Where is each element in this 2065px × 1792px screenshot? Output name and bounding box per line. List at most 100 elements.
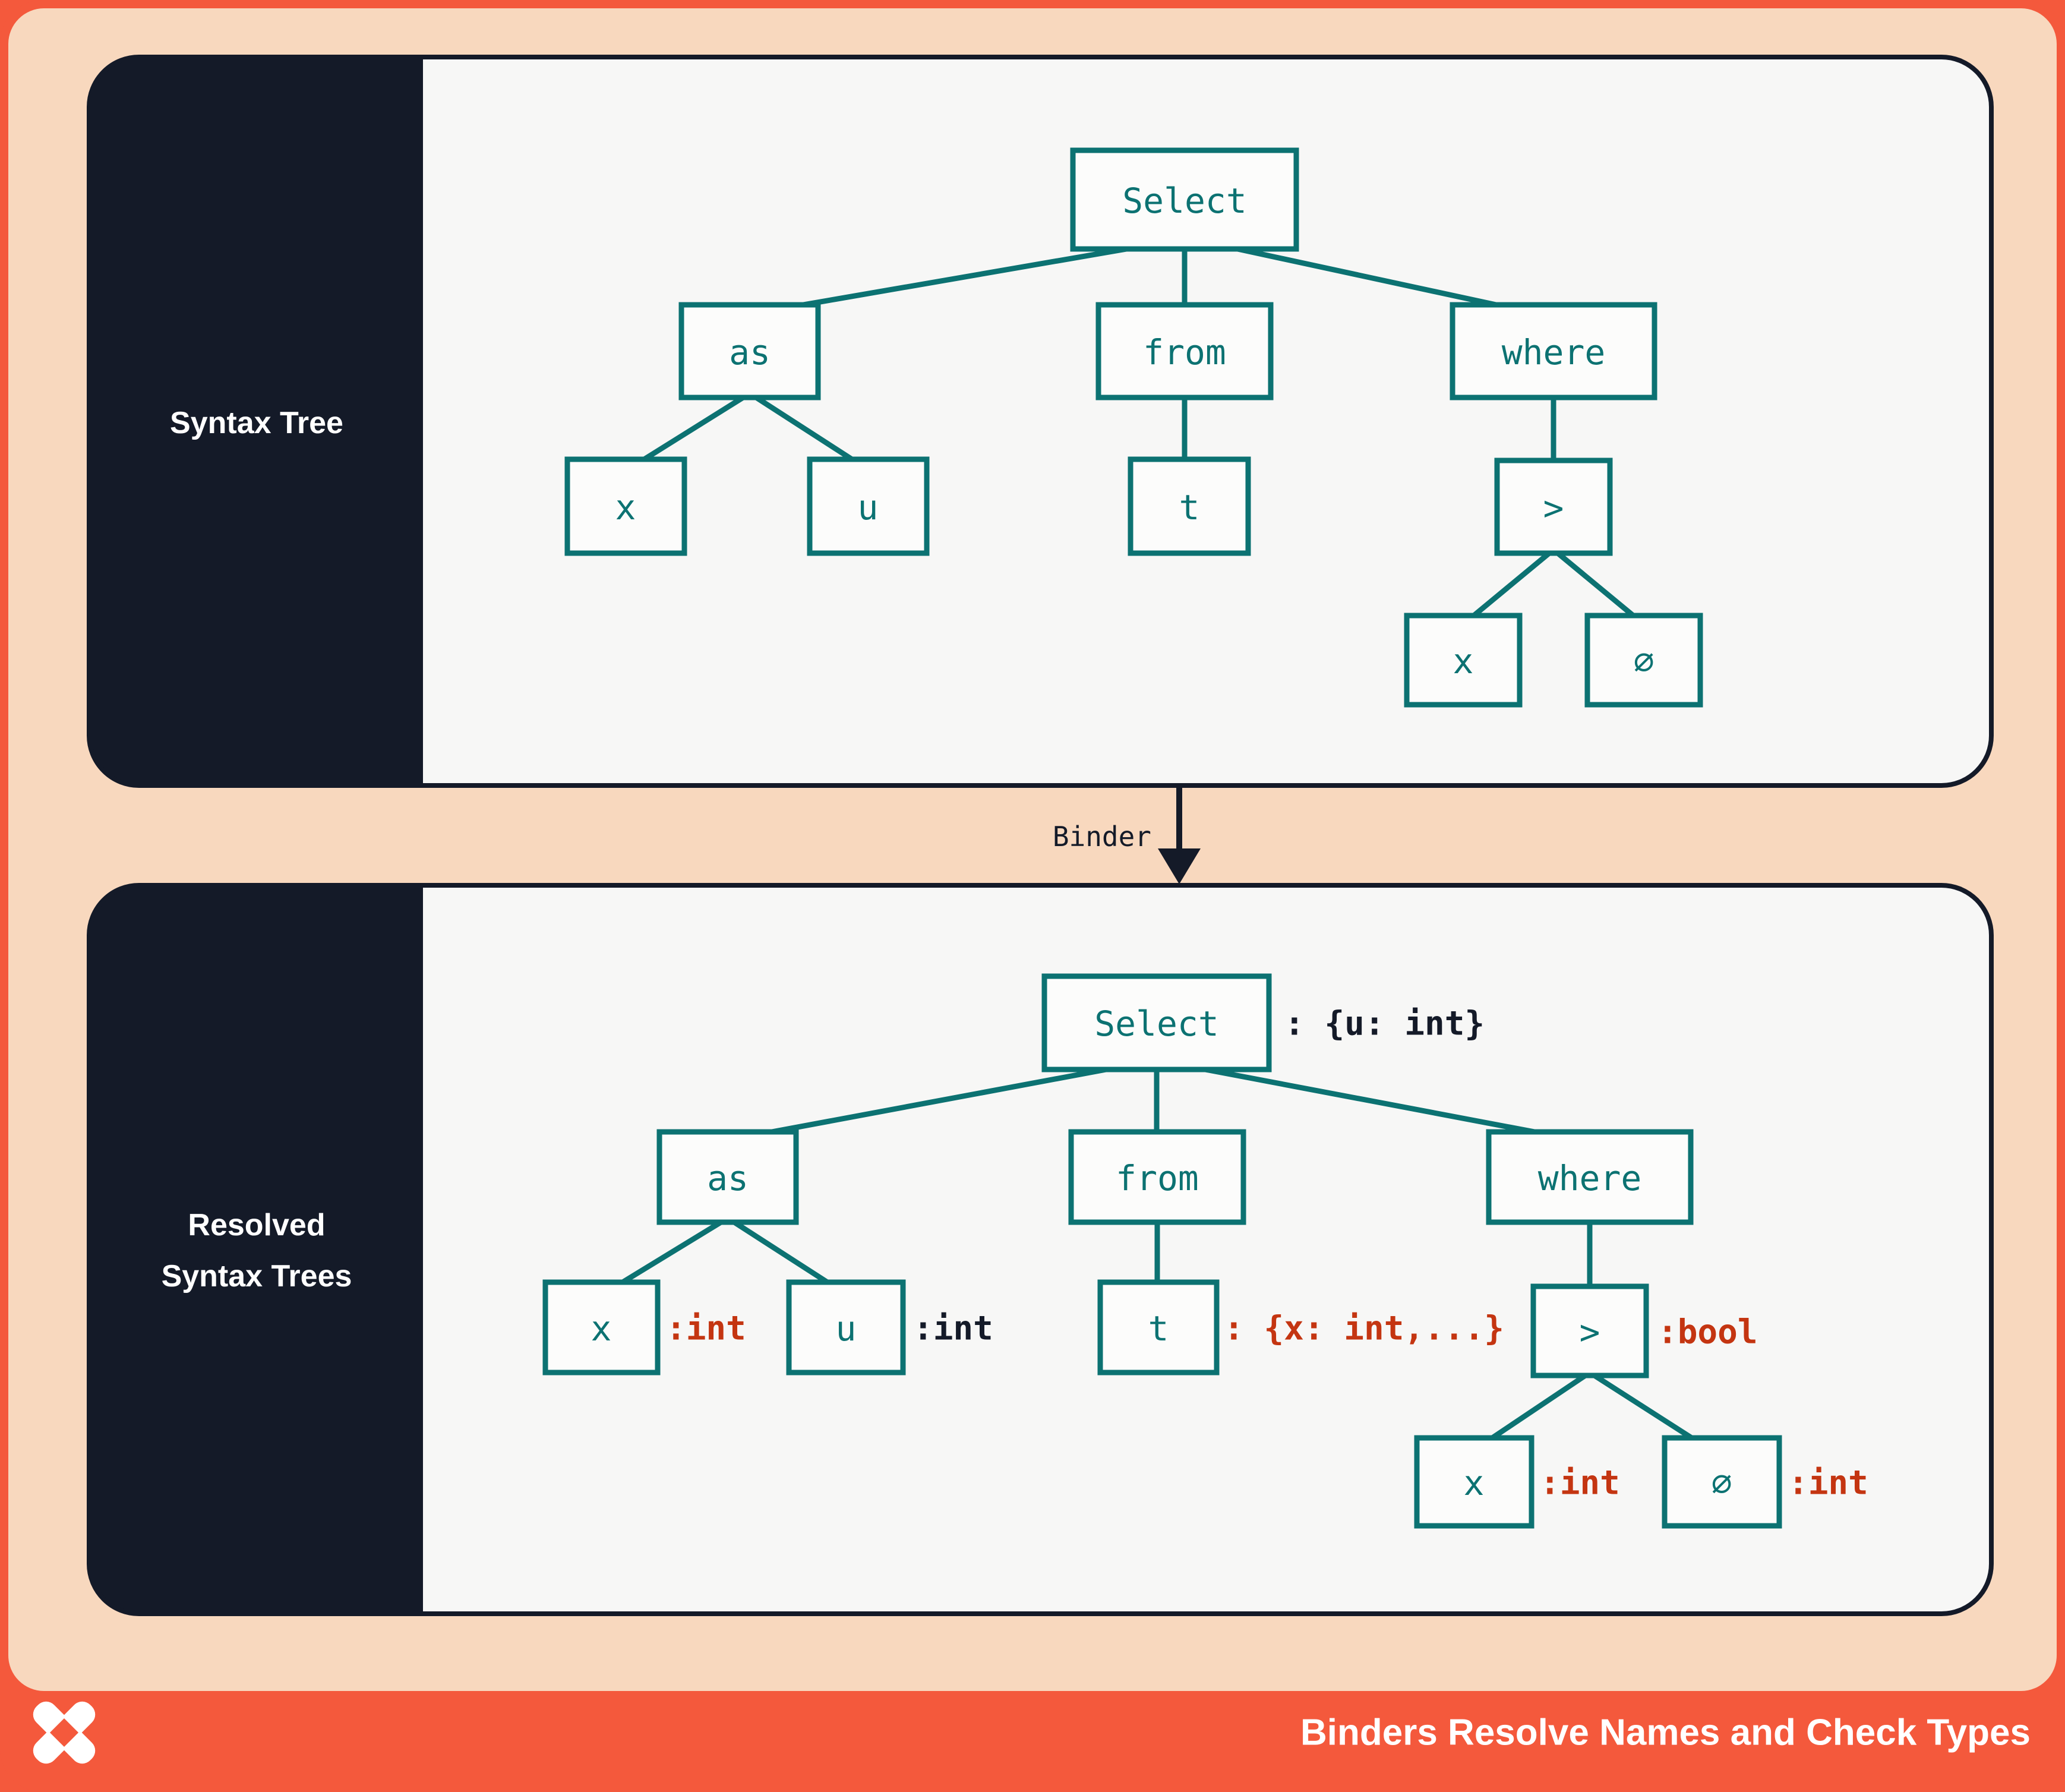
resolved-node-where: where xyxy=(1486,1129,1694,1225)
node-box xyxy=(1128,456,1251,556)
resolved-tree-nodes: Select : {u: int} as from where x :int xyxy=(542,973,1868,1529)
tree-edge xyxy=(613,1216,730,1289)
syntax-tree-edges xyxy=(634,243,1641,623)
resolved-node-as: as xyxy=(656,1129,799,1225)
resolved-node-gt-x: x :int xyxy=(1414,1435,1620,1529)
node-label: Select xyxy=(1094,1004,1219,1044)
type-annotation: :bool xyxy=(1657,1313,1758,1352)
node-label: ∅ xyxy=(1634,641,1654,682)
syntax-node-gt-x: x xyxy=(1404,613,1523,708)
node-box xyxy=(542,1279,661,1375)
node-box xyxy=(656,1129,799,1225)
syntax-node-u: u xyxy=(807,456,930,556)
resolved-panel-sidebar xyxy=(89,885,423,1614)
footer-title: Binders Resolve Names and Check Types xyxy=(1300,1712,2031,1753)
tree-edge xyxy=(1588,1370,1701,1445)
tree-edge xyxy=(1466,547,1555,623)
tree-edge xyxy=(1483,1370,1592,1445)
syntax-node-gt: > xyxy=(1494,458,1613,556)
node-label: from xyxy=(1116,1158,1199,1198)
tree-edge xyxy=(726,1216,836,1289)
syntax-node-where: where xyxy=(1450,302,1657,400)
syntax-node-from: from xyxy=(1095,302,1274,400)
node-box xyxy=(1097,1279,1220,1375)
node-box xyxy=(1450,302,1657,400)
node-box xyxy=(1530,1283,1649,1378)
footer-bar: Binders Resolve Names and Check Types xyxy=(33,1701,2031,1764)
node-box xyxy=(678,302,821,400)
tree-edge xyxy=(1552,547,1641,623)
resolved-tree-edges xyxy=(613,1065,1701,1445)
node-box xyxy=(1095,302,1274,400)
resolved-tree-panel: Resolved Syntax Trees Select : {u: int} … xyxy=(87,883,1994,1616)
tree-edge xyxy=(1223,243,1521,313)
resolved-panel-title-line1: Resolved xyxy=(188,1208,325,1242)
node-label: where xyxy=(1502,332,1606,373)
syntax-node-t: t xyxy=(1128,456,1251,556)
node-box xyxy=(786,1279,906,1375)
binder-arrow-head xyxy=(1158,848,1201,884)
resolved-node-zero: ∅ :int xyxy=(1662,1435,1868,1529)
resolved-node-gt: > :bool xyxy=(1530,1283,1758,1378)
resolved-node-t: t : {x: int,...} xyxy=(1097,1279,1504,1375)
node-label: as xyxy=(729,332,771,373)
node-label: t xyxy=(1179,487,1200,528)
resolved-panel-title-line2: Syntax Trees xyxy=(162,1259,352,1293)
syntax-node-as: as xyxy=(678,302,821,400)
resolved-panel-body xyxy=(89,885,1991,1614)
node-label: x xyxy=(1453,641,1474,682)
node-label: x xyxy=(615,487,636,528)
syntax-tree-panel: Syntax Tree Select as from xyxy=(87,55,1994,788)
node-box xyxy=(1070,147,1299,252)
node-box xyxy=(1041,973,1272,1072)
type-annotation: :int xyxy=(913,1310,993,1348)
type-annotation: :int xyxy=(1788,1464,1868,1503)
tree-edge xyxy=(749,1065,1116,1139)
node-box xyxy=(1404,613,1523,708)
tree-edge xyxy=(772,243,1144,313)
x-mark-logo xyxy=(33,1701,96,1764)
node-box xyxy=(1584,613,1703,708)
node-box xyxy=(564,456,687,556)
resolved-node-from: from xyxy=(1068,1129,1246,1225)
node-box xyxy=(1494,458,1613,556)
resolved-node-u: u :int xyxy=(786,1279,993,1375)
node-label: ∅ xyxy=(1712,1463,1732,1503)
syntax-panel-border xyxy=(87,55,1994,788)
syntax-node-x: x xyxy=(564,456,687,556)
type-annotation: :int xyxy=(666,1310,746,1348)
syntax-panel-body xyxy=(89,57,1991,785)
resolved-node-x: x :int xyxy=(542,1279,746,1375)
syntax-node-select: Select xyxy=(1070,147,1299,252)
node-label: x xyxy=(591,1308,612,1349)
node-label: > xyxy=(1580,1312,1600,1352)
syntax-panel-title: Syntax Tree xyxy=(170,406,343,440)
tree-edge xyxy=(1195,1065,1557,1139)
node-box xyxy=(1068,1129,1246,1225)
syntax-panel-sidebar xyxy=(89,57,423,785)
resolved-node-select: Select : {u: int} xyxy=(1041,973,1485,1072)
node-box xyxy=(1662,1435,1782,1529)
tree-edge xyxy=(748,391,862,467)
type-annotation: :int xyxy=(1540,1464,1620,1503)
node-label: > xyxy=(1543,488,1564,528)
syntax-tree-nodes: Select as from where x u xyxy=(564,147,1703,708)
node-box xyxy=(1414,1435,1534,1529)
type-annotation: : {u: int} xyxy=(1284,1005,1485,1043)
logo-diamond xyxy=(49,1718,79,1747)
node-box xyxy=(1486,1129,1694,1225)
node-label: where xyxy=(1538,1158,1642,1198)
resolved-panel-border xyxy=(87,883,1994,1616)
node-label: from xyxy=(1143,332,1226,373)
node-label: u xyxy=(836,1308,857,1349)
node-label: x xyxy=(1464,1463,1485,1503)
binder-label: Binder xyxy=(1053,821,1151,853)
node-box xyxy=(807,456,930,556)
tree-edge xyxy=(634,391,752,467)
node-label: u xyxy=(858,487,879,528)
type-annotation: : {x: int,...} xyxy=(1224,1310,1504,1348)
node-label: Select xyxy=(1122,181,1247,221)
node-label: t xyxy=(1148,1308,1169,1349)
binder-transition: Binder xyxy=(1053,788,1201,884)
